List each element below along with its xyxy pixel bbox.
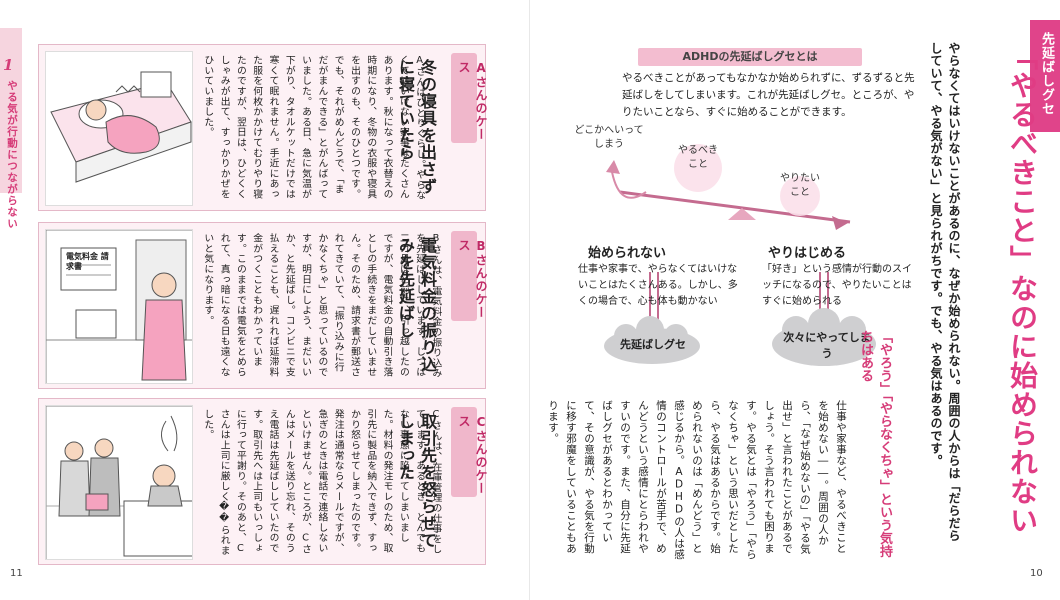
- diagram-graphics: [604, 144, 876, 366]
- phone-call-illustration: [46, 230, 192, 383]
- chapter-number: 1: [3, 56, 14, 74]
- case-b-body: Bさんは、電気料金の振り込みを先延ばししています。じつは二カ月ほど前に、引っ越し…: [202, 233, 442, 379]
- right-page-number: 10: [1030, 568, 1043, 579]
- case-b-sign: 電気料金 請求書: [66, 252, 109, 271]
- case-a-illustration: [45, 51, 193, 206]
- sub-heading: 「やろう」「やらなくちゃ」という気持ちはある: [858, 330, 892, 558]
- diagram-header: ADHDの先延ばしグセとは: [638, 48, 862, 66]
- sub-body: 仕事や家事など、やるべきことを始めない――。周囲の人から、「なぜ始めないの」「や…: [547, 400, 847, 560]
- procrastination-diagram: ADHDの先延ばしグセとは やるべきことがあってもなかなか始められずに、ずるずる…: [550, 40, 920, 370]
- intro-text: やらなくてはいけないことがあるのに、なぜか始められない。周囲の人からは「だらだら…: [929, 42, 961, 542]
- chapter-tab-label: やる気が行動につながらない: [6, 80, 18, 230]
- cloud-right: [772, 308, 876, 366]
- want-to-label: やりたいこと: [780, 173, 820, 198]
- seesaw-arrow-right: [832, 216, 848, 230]
- cloud-left-label: 先延ばしグセ: [620, 338, 686, 351]
- section-tab-label: 先延ばしグセ: [1039, 32, 1054, 116]
- case-c-label-text: Cさんのケース: [457, 415, 488, 495]
- must-do-label: やるべきこと: [678, 145, 718, 170]
- diagram-description: やるべきことがあってもなかなか始められずに、ずるずると先延ばしをしてしまいます。…: [622, 72, 915, 118]
- must-do-circle: [674, 144, 722, 192]
- cannot-start-desc: 仕事や家事で、やらなくてはいけないことはたくさんある。しかし、多くの場合で、心も…: [578, 264, 738, 307]
- case-c-box: Cさんは、在庫管理の仕事をしています。あるとき、とんでもない事態に陥ってしまいま…: [38, 398, 488, 565]
- right-page: 先延ばしグセ 「やるべきこと」なのに始められない やらなくてはいけないことがある…: [530, 0, 1060, 600]
- starts-doing-desc: 「好き」という感情が行動のスイッチになるので、やりたいことはすぐに始められる: [762, 264, 912, 307]
- chapter-tab: [0, 28, 22, 193]
- main-title: 「やるべきこと」なのに始められない: [1006, 42, 1039, 535]
- case-c-illustration: [45, 405, 193, 560]
- seesaw-board: [619, 190, 851, 224]
- case-b-box: 電気料金 請求書 Bさんは、電気料金の振り込みを先延ばししています。じつは二カ月…: [38, 222, 488, 389]
- left-page-number: 11: [10, 568, 23, 579]
- cannot-start-title: 始められない: [588, 246, 667, 261]
- cloud-left: [604, 316, 700, 364]
- cloud-right-label: 次々にやってしまう: [783, 331, 871, 360]
- case-c-label: Cさんのケース: [451, 407, 488, 497]
- case-a-label: Aさんのケース: [451, 53, 488, 143]
- fly-away-arrow: [611, 171, 647, 199]
- case-c-title: 取引先を怒らせてしまった: [396, 413, 437, 549]
- case-a-box: Aさんはひとりぐらし。やらなくてはいけない家事はたくさんあります。秋になって衣替…: [38, 44, 488, 211]
- case-c-body: Cさんは、在庫管理の仕事をしています。あるとき、とんでもない事態に陥ってしまいま…: [202, 409, 442, 556]
- case-a-title: 冬の寝具を出さずに寝ていたら: [396, 59, 437, 195]
- apology-illustration: [46, 406, 192, 559]
- case-b-illustration: 電気料金 請求書: [45, 229, 193, 384]
- sleeping-person-illustration: [46, 52, 192, 205]
- left-page: 1 やる気が行動につながらない Aさんはひとりぐらし。やらなくてはいけない家事は…: [0, 28, 488, 579]
- case-b-title: 電気料金の振り込みを先延ばし: [396, 237, 437, 373]
- starts-doing-title: やりはじめる: [768, 246, 847, 261]
- case-b-label: Bさんのケース: [451, 231, 488, 321]
- case-a-body: Aさんはひとりぐらし。やらなくてはいけない家事はたくさんあります。秋になって衣替…: [202, 55, 426, 201]
- case-a-label-text: Aさんのケース: [457, 61, 488, 141]
- case-b-label-text: Bさんのケース: [457, 239, 488, 319]
- fly-away-label: どこかへいってしまう: [574, 125, 644, 150]
- seesaw-fulcrum: [728, 208, 756, 220]
- want-to-circle: [780, 176, 820, 216]
- section-tab: 先延ばしグセ: [1030, 20, 1060, 132]
